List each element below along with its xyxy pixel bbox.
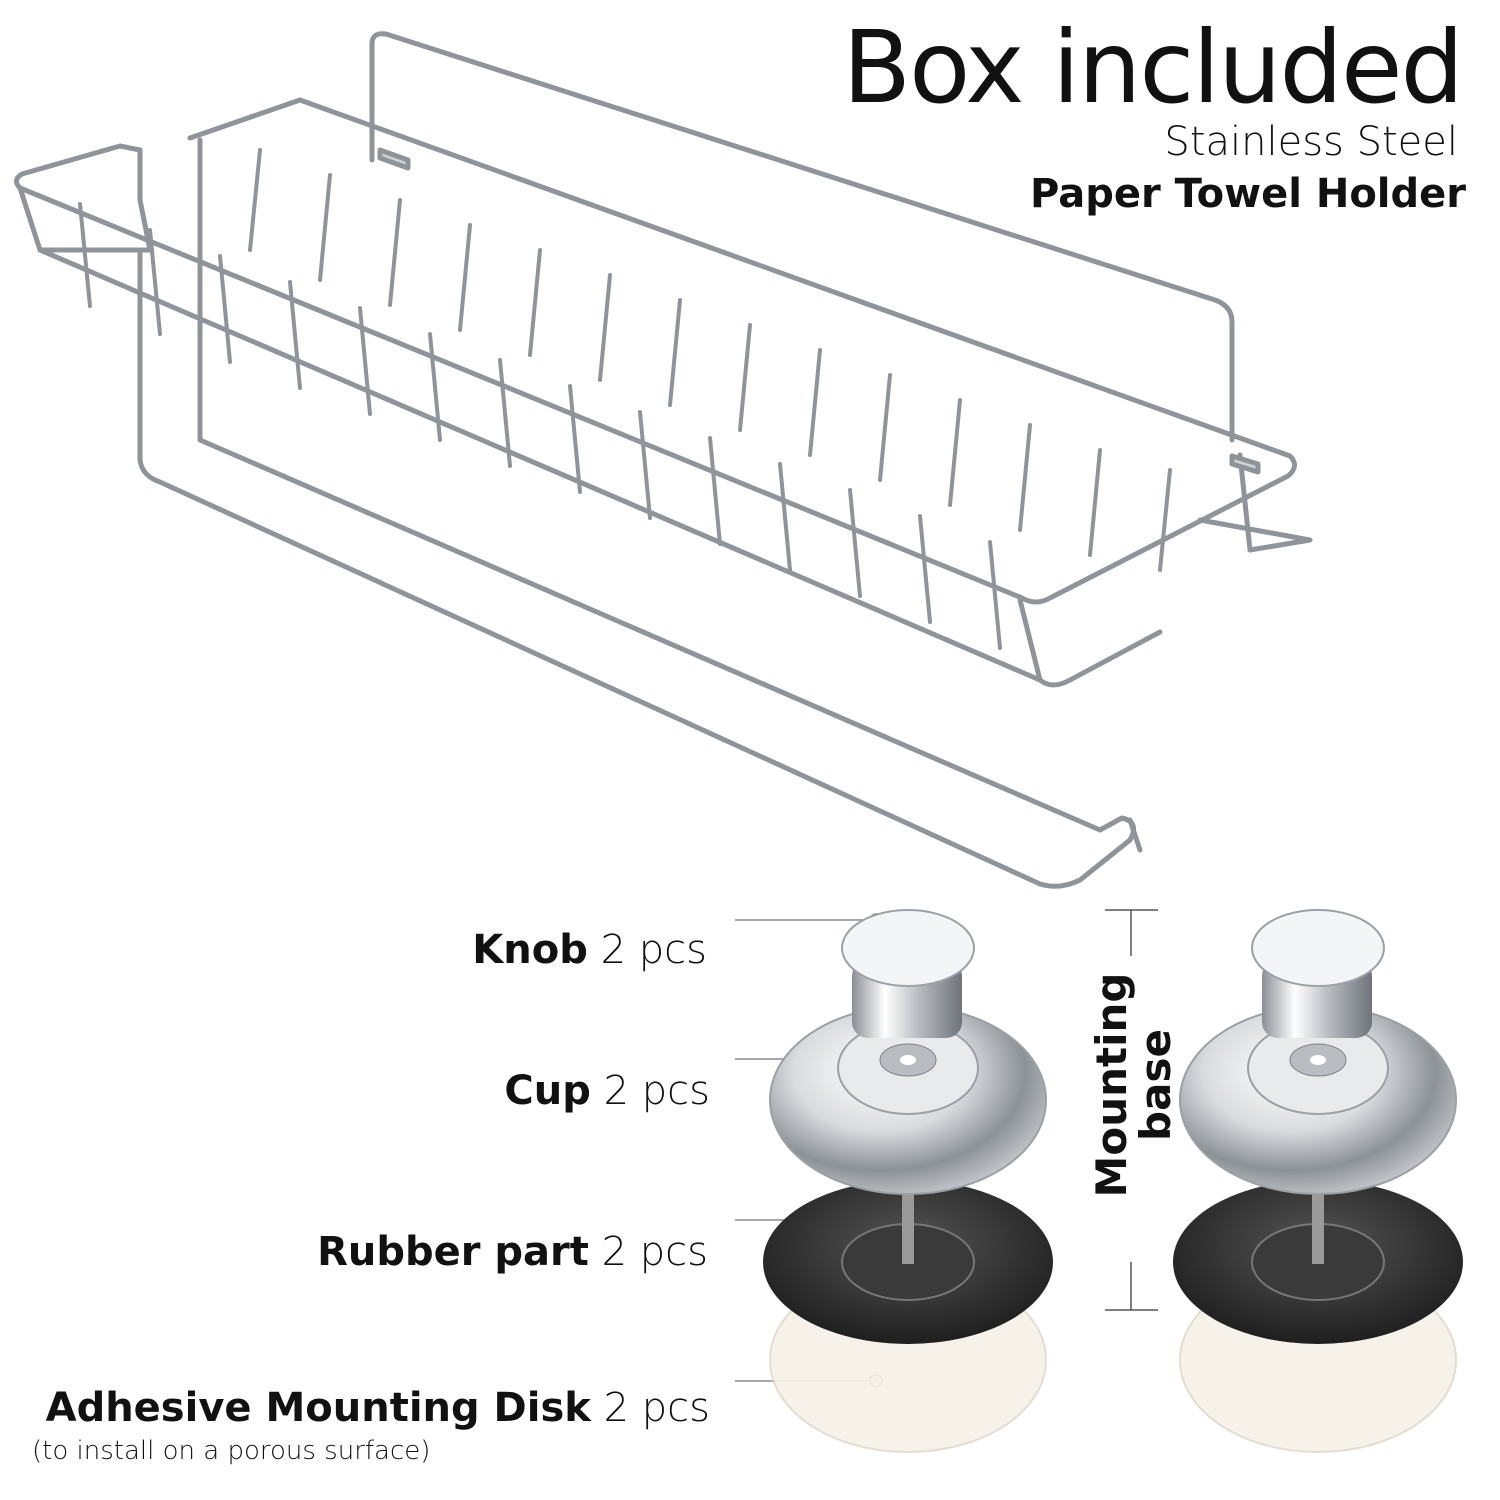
header-subtitle: Stainless Steel xyxy=(1164,119,1458,165)
part-name: Adhesive Mounting Disk xyxy=(45,1385,591,1431)
mounting-bracket xyxy=(1105,909,1158,1311)
part-qty: 2 pcs xyxy=(601,1229,708,1275)
mounting-label-line2: base xyxy=(1131,1029,1181,1141)
part-name: Knob xyxy=(472,927,588,973)
header-title: Box included xyxy=(842,9,1464,126)
part-label-cup: Cup 2 pcs xyxy=(504,1071,710,1111)
part-label-rubber: Rubber part 2 pcs xyxy=(317,1232,708,1272)
part-name: Rubber part xyxy=(317,1229,589,1275)
part-name: Cup xyxy=(504,1068,591,1114)
part-label-adhesive-disk: Adhesive Mounting Disk 2 pcs xyxy=(46,1388,710,1428)
wire-rack xyxy=(14,31,1313,889)
mounting-base-left xyxy=(763,909,1053,1453)
mounting-base-right xyxy=(1173,909,1463,1453)
header-product-name: Paper Towel Holder xyxy=(1030,171,1466,217)
part-qty: 2 pcs xyxy=(603,1385,710,1431)
mounting-label-line1: Mounting xyxy=(1087,972,1136,1198)
adhesive-note: (to install on a porous surface) xyxy=(32,1436,431,1466)
part-qty: 2 pcs xyxy=(600,927,707,973)
part-label-knob: Knob 2 pcs xyxy=(472,930,707,970)
mounting-base-label: Mounting base xyxy=(1087,950,1181,1220)
part-qty: 2 pcs xyxy=(603,1068,710,1114)
